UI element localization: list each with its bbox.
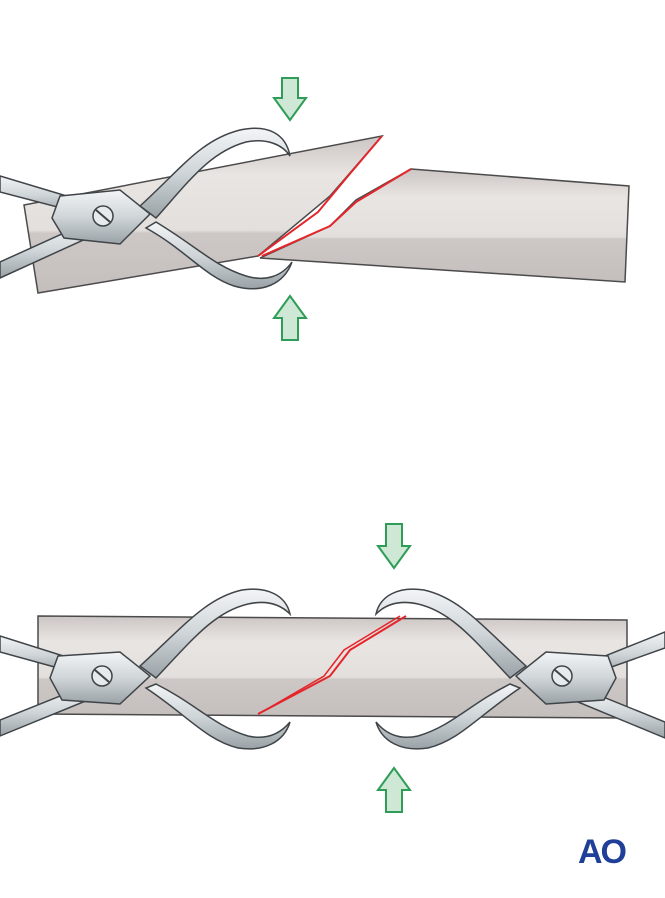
forceps-jaw-upper bbox=[138, 127, 291, 220]
reduction-forceps bbox=[0, 127, 293, 290]
reduction-forceps-right bbox=[374, 588, 665, 750]
panel-bottom bbox=[0, 523, 665, 813]
arrow-down-icon bbox=[272, 77, 308, 122]
reduction-forceps-left bbox=[0, 588, 292, 750]
fracture-line bbox=[257, 135, 383, 257]
forceps-jaw-upper bbox=[138, 588, 292, 680]
forceps-jaw-lower bbox=[375, 683, 522, 750]
fracture-line-edge bbox=[261, 168, 412, 257]
arrow-down-icon bbox=[376, 523, 412, 570]
arrow-up-icon bbox=[272, 294, 308, 341]
fracture-line-aligned-edge bbox=[261, 615, 401, 713]
panel-top bbox=[0, 77, 630, 341]
bone-fragment-left bbox=[23, 134, 384, 294]
fracture-line-aligned bbox=[257, 615, 407, 715]
forceps-jaw-upper bbox=[374, 588, 528, 680]
bone-fragment-right bbox=[259, 168, 630, 283]
forceps-jaw-lower bbox=[144, 683, 291, 750]
forceps-jaw-lower bbox=[144, 221, 293, 290]
ao-logo: AO bbox=[578, 833, 627, 871]
arrow-up-icon bbox=[376, 766, 412, 813]
